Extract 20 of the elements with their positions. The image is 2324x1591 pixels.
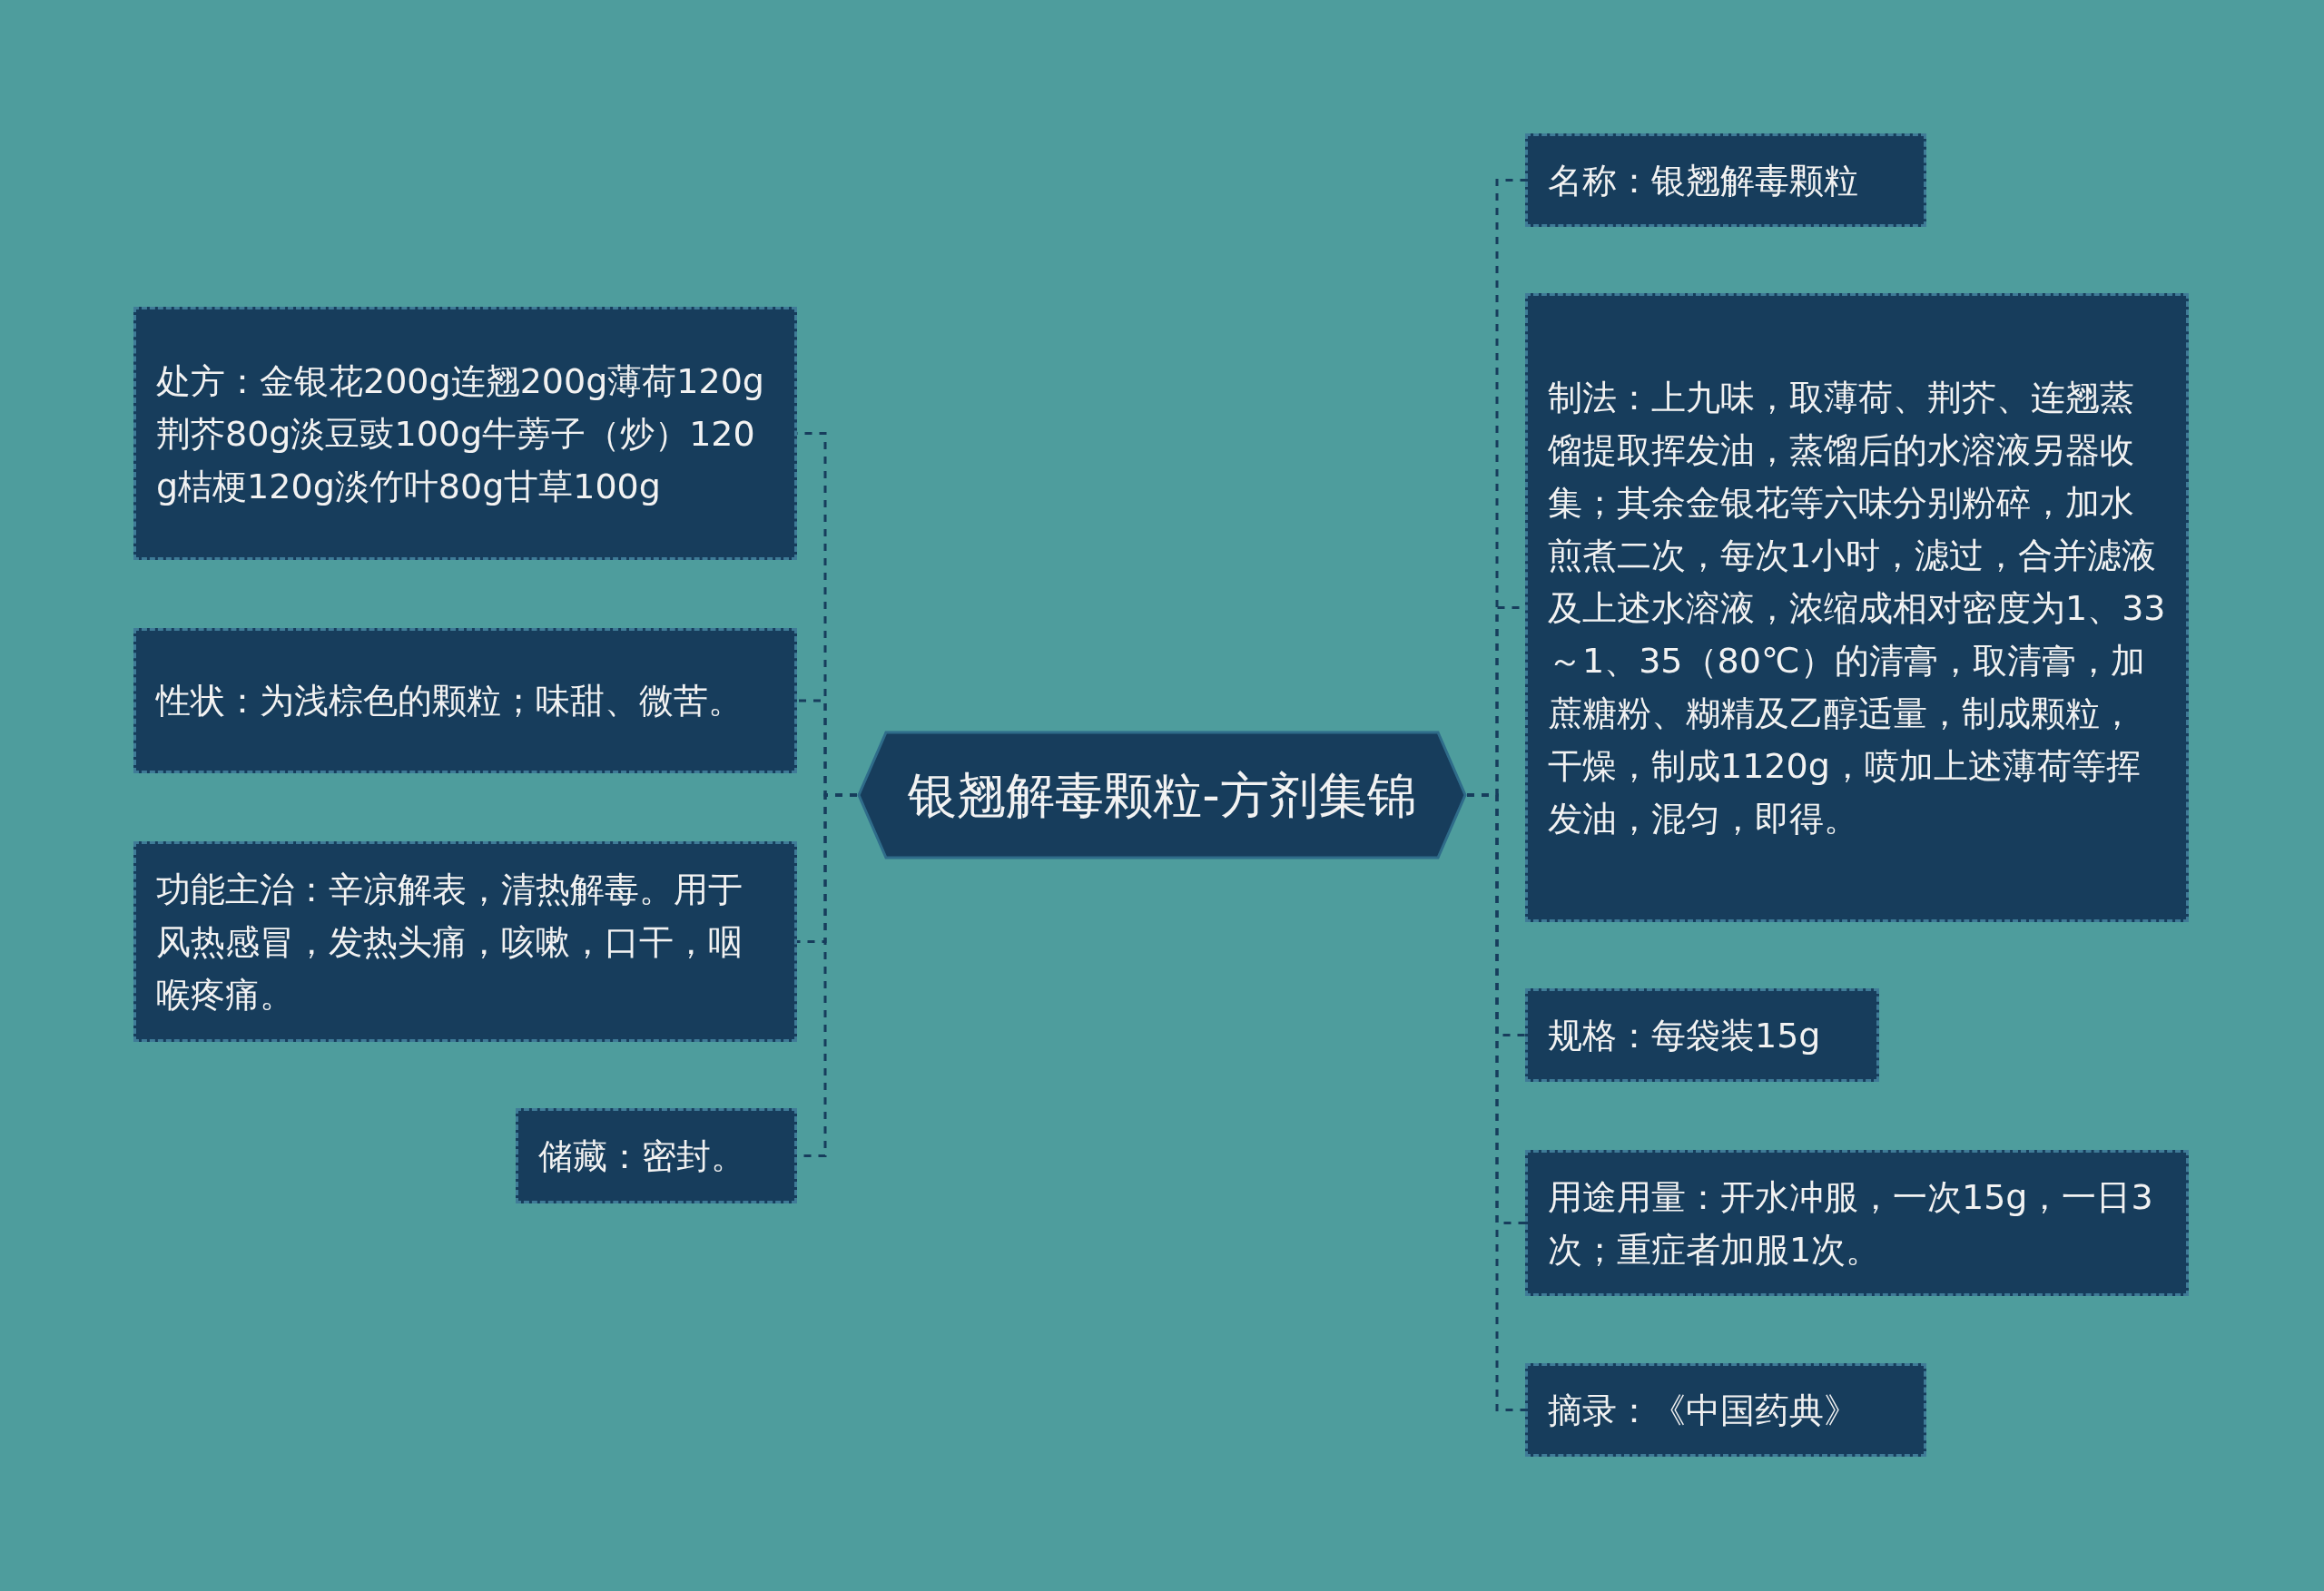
topic-text: 功能主治：辛凉解表，清热解毒。用于风热感冒，发热头痛，咳嗽，口干，咽喉疼痛。: [156, 868, 743, 1016]
topic-title: 银翘解毒颗粒-方剂集锦: [908, 765, 1416, 826]
topic-box: [1525, 133, 1926, 227]
topic-text: 性状：为浅棕色的颗粒；味甜、微苦。: [156, 680, 743, 722]
topic-box: [133, 628, 797, 773]
central-topic-hexagon: [857, 731, 1467, 859]
topic-box: [133, 307, 797, 560]
topic-box: [516, 1108, 797, 1203]
topic-text: 规格：每袋装15g: [1548, 1014, 1822, 1057]
topic-text: 摘录：《中国药典》: [1548, 1389, 1859, 1432]
topic-text: 用途用量：开水冲服，一次15g，一日3次；重症者加服1次。: [1548, 1175, 2154, 1272]
topic-text: 制法：上九味，取薄荷、荆芥、连翘蒸馏提取挥发油，蒸馏后的水溶液另器收集；其余金银花等六味分别粉碎，加水煎煮二次，每次1小时，滤过，合并滤液及上述水溶液，浓缩成相对密度为1、33～1、35（80℃）的清膏，取清膏，加蔗糖粉、糊精及乙醇适量，制成颗粒，干燥，制成1120g，喷加上述薄荷等挥发油，混匀，即得。: [1548, 376, 2166, 840]
topic-text: 储藏：密封。: [538, 1134, 746, 1178]
topic-text: 名称：银翘解毒颗粒: [1548, 159, 1859, 202]
topic-box: [1525, 988, 1879, 1082]
topic-box: [1525, 1150, 2189, 1296]
topic-box: [1525, 293, 2189, 922]
topic-box: [133, 841, 797, 1042]
topic-box: [1525, 1363, 1926, 1457]
topic-text: 处方：金银花200g连翘200g薄荷120g荆芥80g淡豆豉100g牛蒡子（炒）120g桔梗120g淡竹叶80g甘草100g: [156, 359, 765, 508]
